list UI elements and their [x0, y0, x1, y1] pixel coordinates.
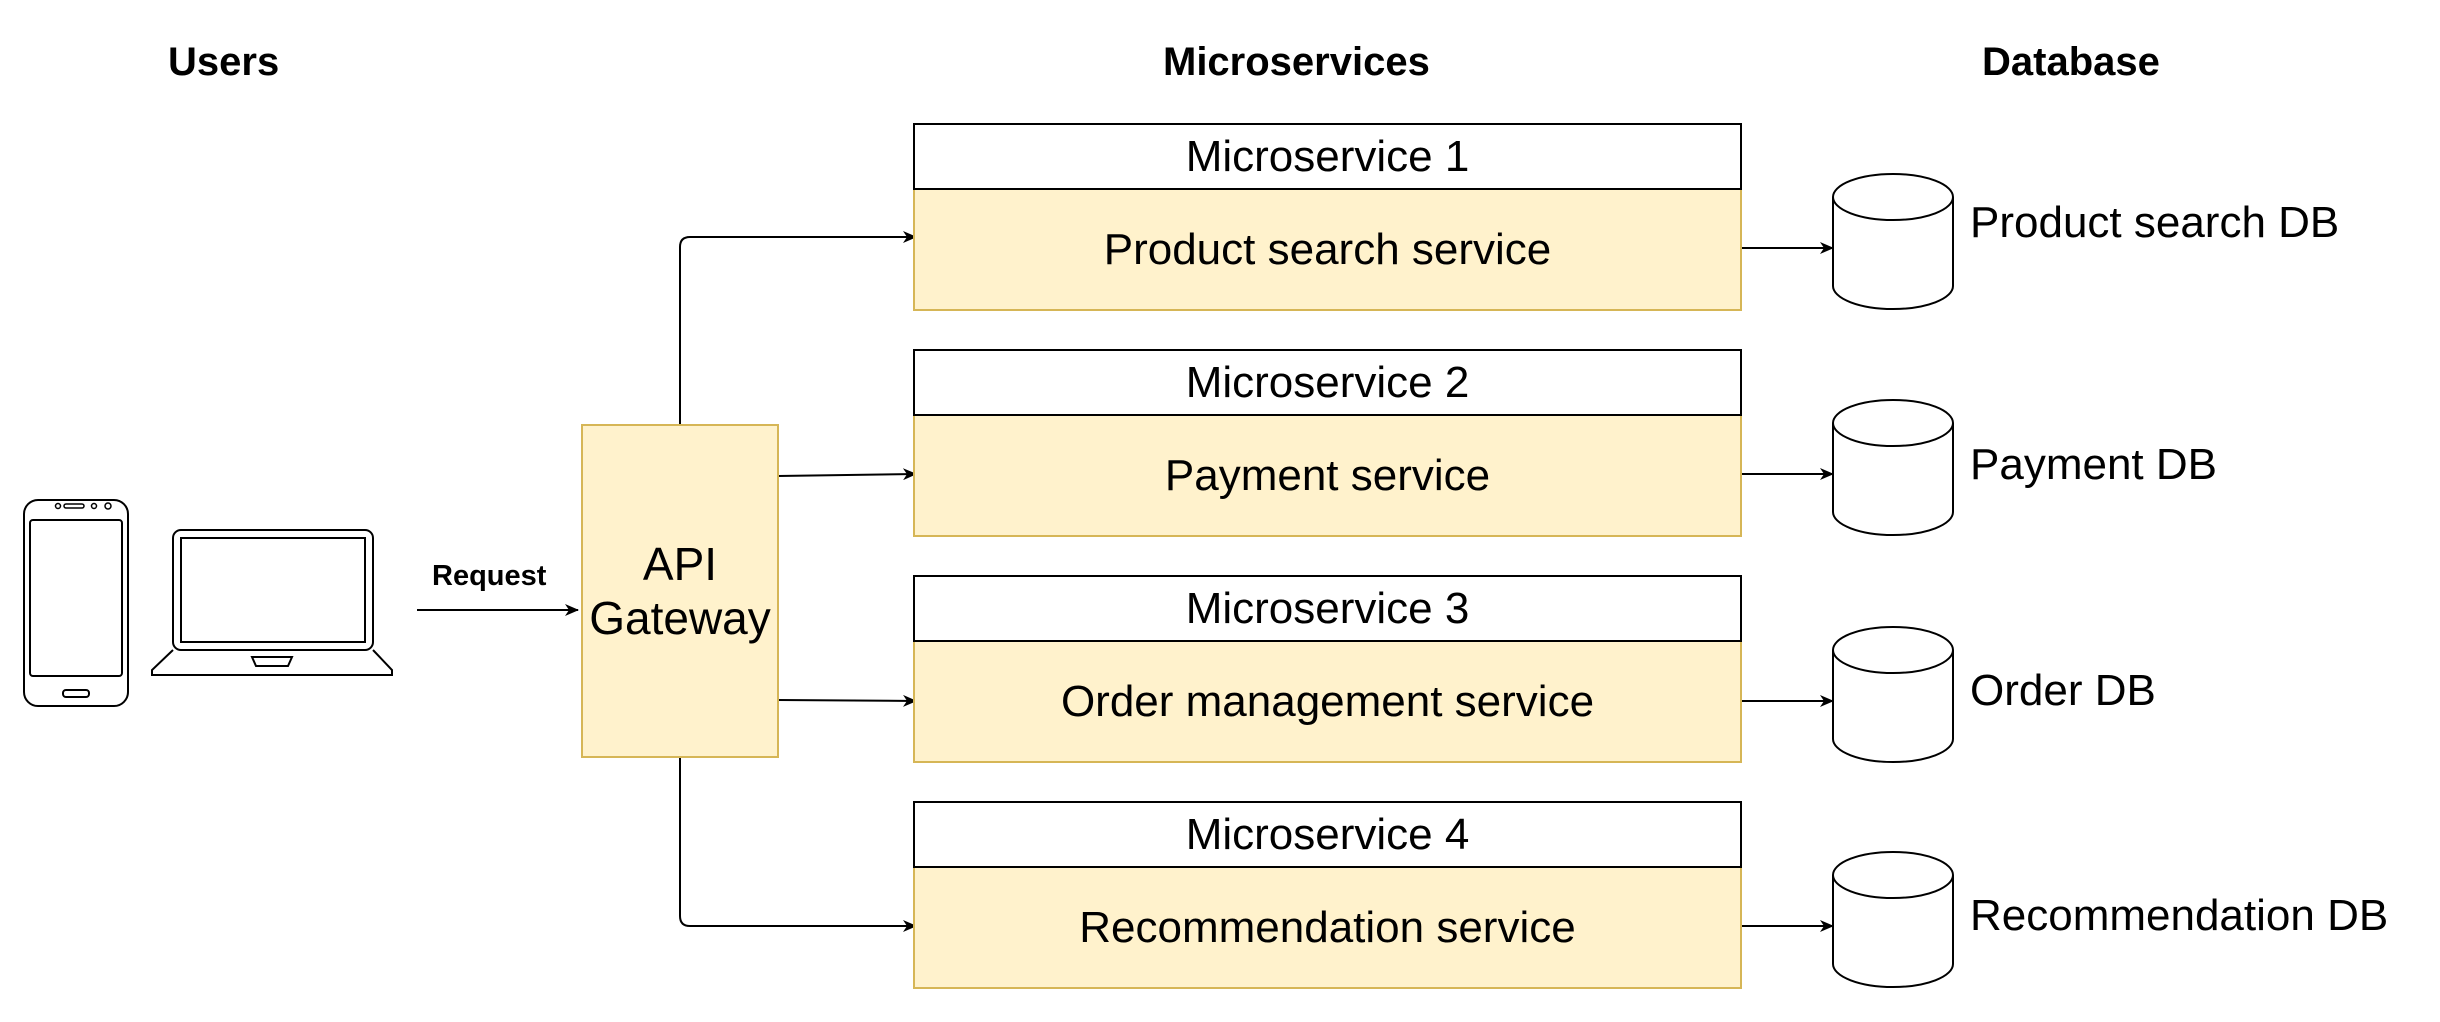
database-cylinder-icon — [1832, 851, 1954, 988]
microservice-4-title: Microservice 4 — [913, 801, 1742, 868]
api-gateway-label-line2: Gateway — [589, 592, 771, 644]
microservice-3-title: Microservice 3 — [913, 575, 1742, 642]
laptop-icon — [151, 529, 393, 676]
microservices-heading: Microservices — [1163, 40, 1430, 84]
smartphone-icon — [23, 499, 129, 707]
gateway-to-service-1-arrow — [679, 231, 917, 424]
gateway-to-service-3-arrow — [777, 694, 917, 707]
users-heading: Users — [168, 40, 280, 84]
database-cylinder-icon — [1832, 399, 1954, 536]
microservice-3-service: Order management service — [913, 642, 1742, 763]
database-cylinder-icon — [1832, 626, 1954, 763]
microservice-4-service: Recommendation service — [913, 868, 1742, 989]
gateway-to-service-2-arrow — [777, 468, 917, 481]
api-gateway-label-line1: API — [642, 538, 718, 590]
product-search-db-label: Product search DB — [1970, 198, 2340, 247]
order-db-label: Order DB — [1970, 666, 2156, 715]
gateway-to-service-4-arrow — [679, 757, 917, 932]
microservice-2-title: Microservice 2 — [913, 349, 1742, 416]
microservice-1-title: Microservice 1 — [913, 123, 1742, 190]
recommendation-db-label: Recommendation DB — [1970, 891, 2389, 940]
database-heading: Database — [1982, 40, 2160, 84]
microservice-1-service: Product search service — [913, 190, 1742, 311]
payment-db-label: Payment DB — [1970, 440, 2217, 489]
api-gateway-box: API Gateway — [581, 424, 779, 758]
database-cylinder-icon — [1832, 173, 1954, 310]
microservice-2-service: Payment service — [913, 416, 1742, 537]
request-label: Request — [432, 560, 547, 592]
